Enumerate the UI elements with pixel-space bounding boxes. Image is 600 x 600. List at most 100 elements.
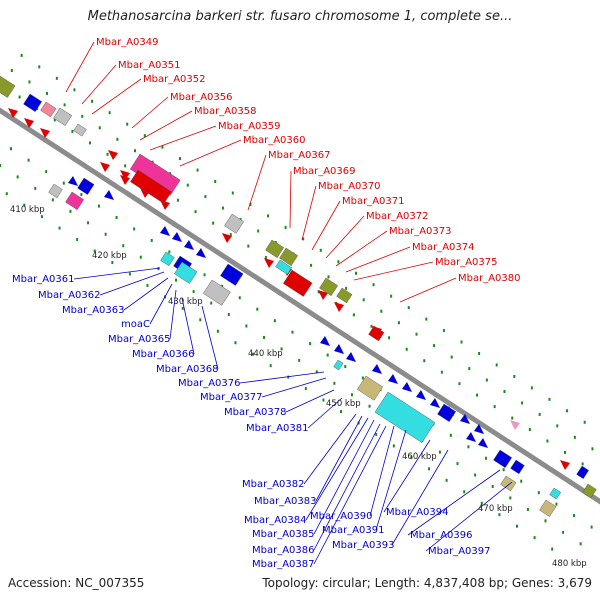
gene-label[interactable]: Mbar_A0360 (243, 135, 306, 146)
label-leader (123, 277, 169, 311)
gene-label[interactable]: Mbar_A0356 (170, 92, 233, 103)
gene-block (582, 483, 597, 499)
gene-block (374, 391, 436, 443)
label-leader (325, 215, 365, 259)
map-title: Methanosarcina barkeri str. fusaro chrom… (87, 9, 513, 24)
gene-arrow (40, 128, 50, 138)
label-leader (307, 397, 343, 429)
gene-label[interactable]: Mbar_A0372 (366, 211, 429, 222)
gene-label[interactable]: Mbar_A0383 (254, 496, 317, 507)
gene-label[interactable]: Mbar_A0368 (156, 364, 219, 375)
gene-label[interactable]: Mbar_A0384 (244, 515, 307, 526)
gene-features (0, 75, 597, 517)
gene-block (160, 251, 175, 267)
summary-text: Topology: circular; Length: 4,837,408 bp… (262, 576, 592, 590)
gene-label[interactable]: Mbar_A0375 (435, 257, 498, 268)
label-leader (201, 305, 219, 370)
gene-label[interactable]: Mbar_A0349 (96, 37, 159, 48)
kbp-label: 420 kbp (92, 251, 127, 261)
gene-label[interactable]: Mbar_A0377 (200, 392, 263, 403)
gene-label[interactable]: Mbar_A0374 (412, 242, 475, 253)
label-leader (289, 170, 292, 229)
gene-block (357, 375, 384, 401)
gene-label[interactable]: Mbar_A0380 (458, 273, 521, 284)
gene-label[interactable]: Mbar_A0371 (342, 196, 405, 207)
label-leader (425, 481, 513, 552)
gene-label[interactable]: Mbar_A0393 (332, 540, 395, 551)
gene-arrow (104, 190, 114, 200)
label-leader (353, 261, 434, 281)
gene-block (224, 213, 245, 234)
gene-label[interactable]: Mbar_A0367 (268, 150, 331, 161)
gene-block (73, 123, 87, 137)
gene-block (48, 183, 63, 199)
kbp-label: 410 kbp (10, 205, 45, 215)
label-leader (345, 246, 411, 273)
gene-arrow (320, 336, 330, 346)
gene-label[interactable]: Mbar_A0378 (224, 407, 287, 418)
gene-label[interactable]: Mbar_A0385 (252, 529, 315, 540)
gene-label[interactable]: Mbar_A0366 (132, 349, 195, 360)
gene-arrow (184, 240, 194, 250)
gene-label[interactable]: Mbar_A0352 (143, 74, 206, 85)
label-leader (73, 267, 161, 280)
gene-block (279, 247, 299, 266)
label-leader (313, 423, 381, 551)
label-leader (261, 377, 327, 398)
gene-label[interactable]: Mbar_A0387 (252, 559, 315, 570)
kbp-label: 450 kbp (326, 399, 361, 409)
label-leader (181, 297, 195, 355)
gene-label[interactable]: Mbar_A0396 (410, 530, 473, 541)
gene-label[interactable]: Mbar_A0394 (386, 507, 449, 518)
gene-label[interactable]: Mbar_A0390 (310, 511, 373, 522)
gene-arrow (388, 374, 398, 384)
gene-label[interactable]: Mbar_A0365 (108, 334, 171, 345)
gene-label[interactable]: Mbar_A0376 (178, 378, 241, 389)
gene-label[interactable]: Mbar_A0370 (318, 181, 381, 192)
label-leader (149, 125, 217, 151)
gene-label[interactable]: Mbar_A0373 (389, 226, 452, 237)
gene-label[interactable]: Mbar_A0397 (428, 546, 491, 557)
gene-label[interactable]: Mbar_A0382 (242, 479, 305, 490)
label-leader (131, 96, 169, 129)
gene-label[interactable]: Mbar_A0386 (252, 545, 315, 556)
gene-label[interactable]: Mbar_A0362 (38, 290, 101, 301)
label-leader (313, 425, 387, 565)
label-leader (301, 185, 317, 241)
gene-block (319, 277, 339, 296)
kbp-label: 460 kbp (402, 452, 437, 462)
gene-label[interactable]: Mbar_A0369 (293, 166, 356, 177)
gene-label[interactable]: Mbar_A0363 (62, 305, 125, 316)
gene-arrow (510, 420, 520, 430)
gene-arrow (172, 232, 182, 242)
gene-label[interactable]: Mbar_A0391 (322, 525, 385, 536)
gene-arrow (24, 118, 34, 128)
gene-label[interactable]: Mbar_A0361 (12, 274, 75, 285)
gene-arrow (100, 162, 110, 172)
label-leader (303, 413, 357, 485)
gene-labels: Mbar_A0349Mbar_A0351Mbar_A0352Mbar_A0356… (12, 37, 521, 570)
label-leader (313, 419, 375, 535)
gene-label[interactable]: Mbar_A0359 (218, 121, 281, 132)
gene-arrow (430, 398, 440, 408)
gene-block (576, 465, 589, 480)
gene-arrow (8, 108, 18, 118)
label-leader (99, 271, 165, 296)
gene-arrow (318, 290, 328, 300)
gene-arrow (160, 226, 170, 236)
gene-block (368, 325, 385, 342)
label-leader (149, 283, 173, 325)
gene-arrow (466, 432, 476, 442)
gene-label[interactable]: moaC (121, 319, 150, 330)
gene-arrow (120, 170, 130, 180)
gene-label[interactable]: Mbar_A0381 (246, 423, 309, 434)
gene-arrow (474, 424, 484, 434)
gene-arrow (222, 233, 232, 243)
label-leader (81, 64, 117, 105)
gene-block (53, 107, 73, 126)
gene-label[interactable]: Mbar_A0351 (118, 60, 181, 71)
gene-block (174, 261, 198, 284)
gene-label[interactable]: Mbar_A0358 (194, 106, 257, 117)
